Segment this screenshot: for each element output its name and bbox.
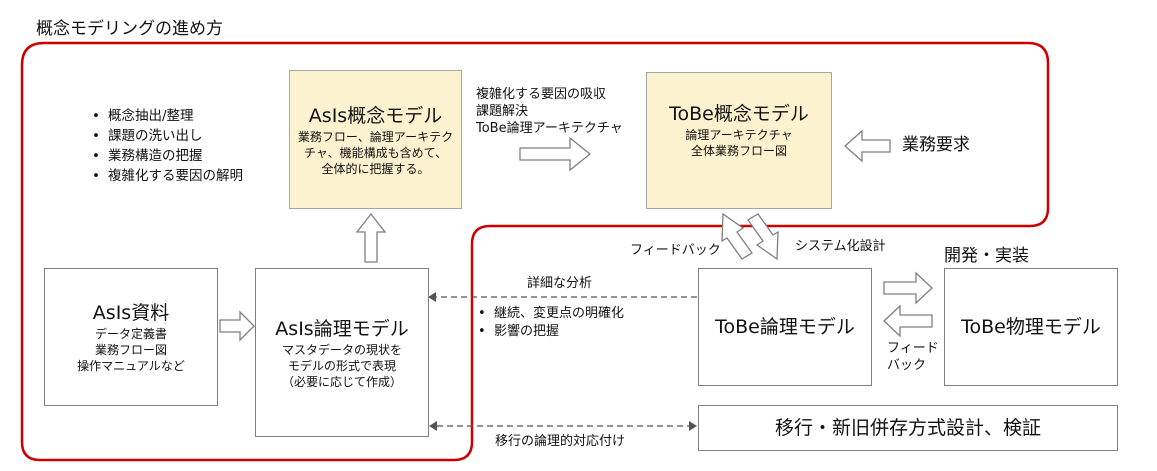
arrow-asis-logical-up — [355, 212, 387, 263]
label-line: ToBe論理アーキテクチャ — [476, 121, 623, 136]
dev-impl-label: 開発・実装 — [944, 246, 1029, 266]
arrow-material-to-logical — [219, 310, 255, 342]
complexity-label: 複雑化する要因の吸収 課題解決 ToBe論理アーキテクチャ — [476, 86, 623, 137]
box-desc-line: （必要に応じて作成） — [281, 374, 402, 389]
label-line: バック — [887, 358, 927, 373]
asis-logical-model-box: AsIs論理モデル マスタデータの現状を モデルの形式で表現 （必要に応じて作成… — [255, 268, 429, 437]
arrow-to-physical — [883, 271, 933, 305]
box-desc-line: 論理アーキテクチャ — [685, 128, 793, 142]
box-desc-line: チャ、機能構成も含めて、 — [303, 145, 448, 160]
arrow-asis-to-tobe-concept — [519, 136, 592, 172]
tobe-logical-bullets: 継続、変更点の明確化 影響の把握 — [478, 305, 624, 341]
arrow-business-req — [844, 129, 891, 163]
bullet-item: 複雑化する要因の解明 — [92, 166, 243, 186]
system-design-label: システム化設計 — [795, 239, 886, 254]
asis-logical-model-title: AsIs論理モデル — [275, 317, 409, 340]
bullet-item: 継続、変更点の明確化 — [478, 305, 624, 323]
label-line: 課題解決 — [476, 104, 529, 119]
arrow-system-design-down — [747, 213, 779, 261]
physical-feedback-label: フィード バック — [887, 340, 939, 374]
bullet-item: 影響の把握 — [478, 323, 624, 341]
asis-concept-model-title: AsIs概念モデル — [308, 104, 443, 127]
tobe-physical-model-title: ToBe物理モデル — [961, 316, 1101, 338]
migration-title: 移行・新旧併存方式設計、検証 — [774, 417, 1041, 439]
box-desc-line: 業務フロー図 — [94, 343, 167, 357]
detail-analysis-label: 詳細な分析 — [527, 276, 593, 291]
box-desc-line: 全体業務フロー図 — [690, 144, 787, 158]
box-desc-line: マスタデータの現状を — [281, 342, 402, 357]
scope-frame — [20, 41, 1050, 462]
tobe-concept-model-title: ToBe概念モデル — [669, 103, 809, 125]
business-requirement-label: 業務要求 — [902, 135, 970, 155]
migration-box: 移行・新旧併存方式設計、検証 — [698, 405, 1118, 451]
label-line: フィード — [887, 341, 939, 356]
dashed-arrowhead-right — [689, 421, 697, 431]
dashed-arrowhead-left-2 — [429, 421, 437, 431]
migration-mapping-label: 移行の論理的対応付け — [495, 434, 626, 449]
diagram-title: 概念モデリングの進め方 — [36, 19, 223, 39]
tobe-logical-model-box: ToBe論理モデル — [698, 268, 872, 386]
tobe-logical-model-title: ToBe論理モデル — [715, 316, 855, 338]
asis-material-box: AsIs資料 データ定義書 業務フロー図 操作マニュアルなど — [44, 268, 218, 406]
dashed-arrowhead-left — [428, 292, 436, 302]
tobe-concept-model-box: ToBe概念モデル 論理アーキテクチャ 全体業務フロー図 — [646, 72, 832, 209]
feedback-label: フィードバック — [630, 243, 721, 258]
asis-concept-bullets: 概念抽出/整理 課題の洗い出し 業務構造の把握 複雑化する要因の解明 — [92, 106, 243, 186]
box-desc-line: 操作マニュアルなど — [77, 359, 185, 373]
box-desc-line: モデルの形式で表現 — [287, 358, 396, 373]
arrow-feedback-up — [721, 212, 753, 260]
bullet-item: 業務構造の把握 — [92, 146, 243, 166]
box-desc-line: 業務フロー、論理アーキテク — [297, 129, 454, 144]
tobe-physical-model-box: ToBe物理モデル — [944, 268, 1118, 386]
asis-material-title: AsIs資料 — [92, 302, 170, 324]
asis-concept-model-box: AsIs概念モデル 業務フロー、論理アーキテク チャ、機能構成も含めて、 全体的… — [289, 70, 462, 209]
box-desc-line: 全体的に把握する。 — [321, 161, 430, 176]
arrow-physical-feedback — [883, 304, 933, 338]
box-desc-line: データ定義書 — [94, 327, 167, 341]
bullet-item: 概念抽出/整理 — [92, 106, 243, 126]
label-line: 複雑化する要因の吸収 — [476, 87, 607, 102]
bullet-item: 課題の洗い出し — [92, 126, 243, 146]
